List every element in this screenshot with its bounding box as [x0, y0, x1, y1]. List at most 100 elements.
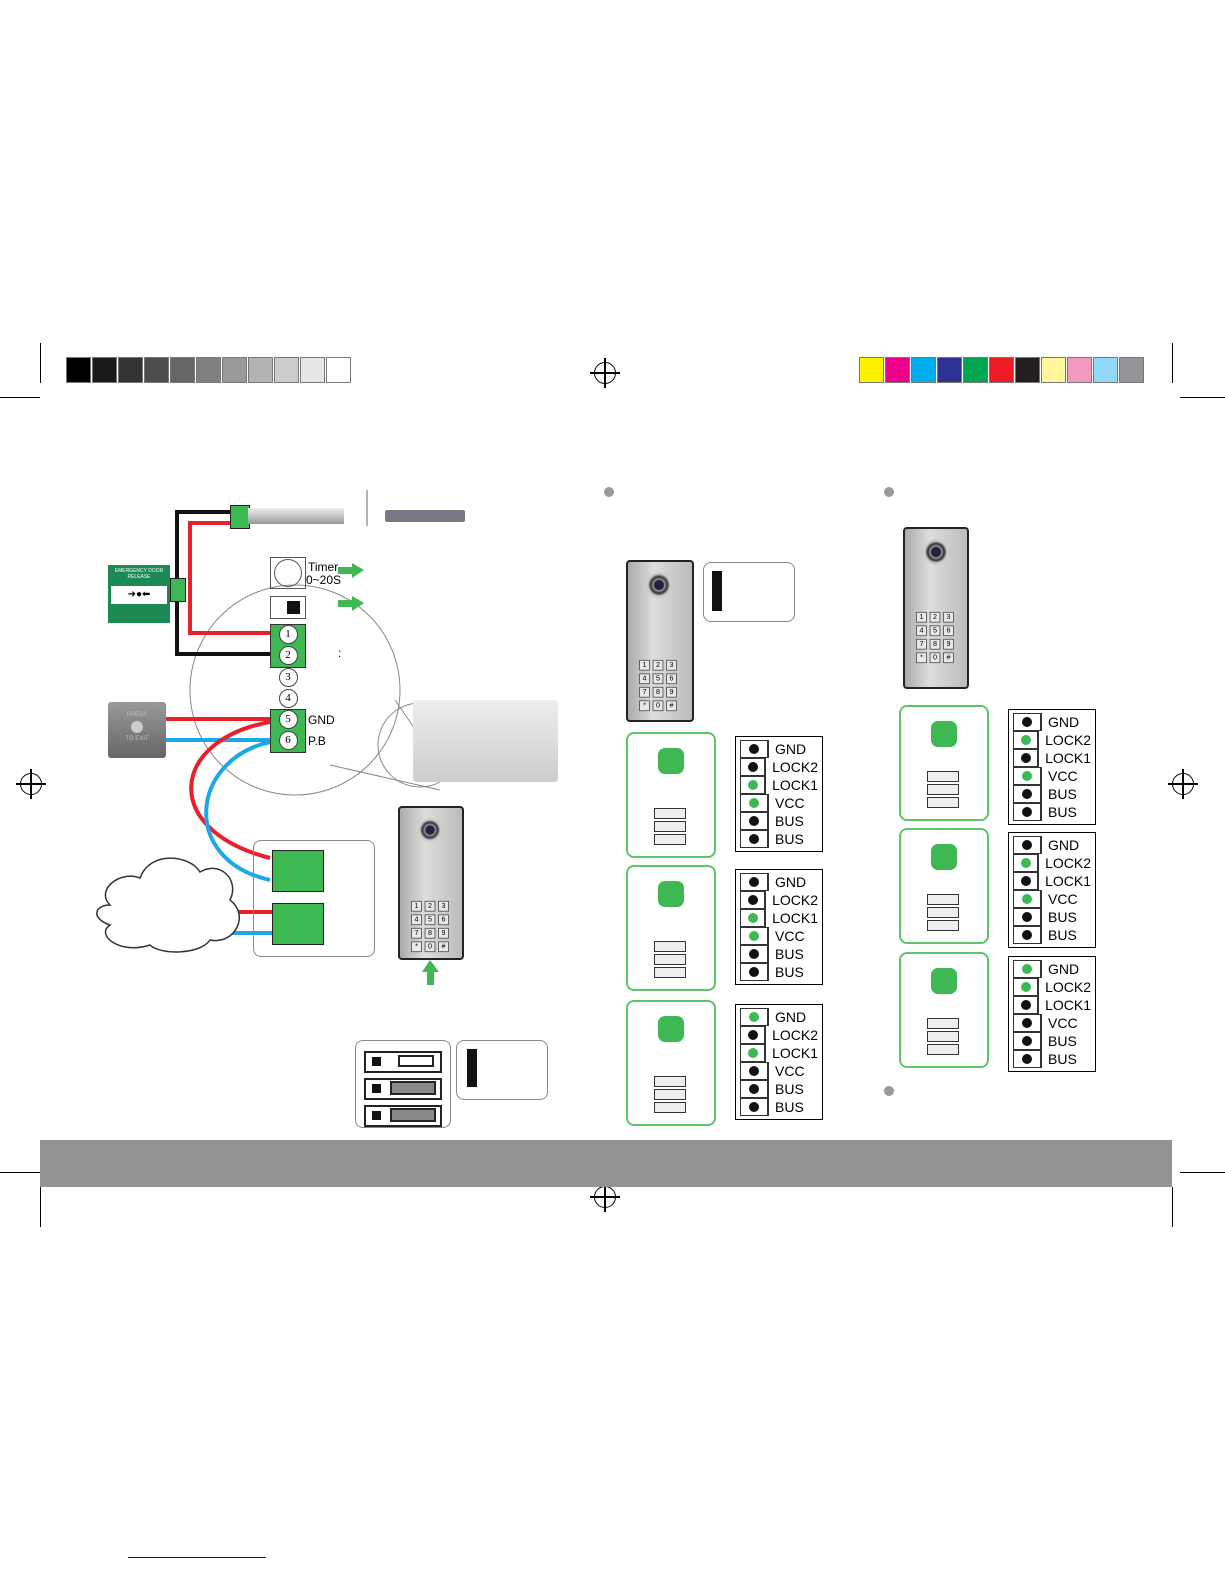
pin-indicator: [1013, 978, 1040, 996]
pinout-row: BUS: [740, 945, 818, 963]
keypad-key: 9: [666, 686, 677, 698]
pin-indicator: [1013, 890, 1042, 908]
pin-label: LOCK2: [1045, 732, 1091, 748]
keypad-key: 3: [666, 659, 677, 671]
pin-label: GND: [775, 741, 807, 757]
pin-indicator: [1013, 749, 1040, 767]
pin-label: BUS: [775, 946, 804, 962]
arrow-left-icon: [338, 563, 364, 578]
color-swatch: [1119, 357, 1144, 383]
keypad-key: 7: [411, 927, 422, 939]
exit-button: PRESS TO EXIT: [108, 702, 166, 758]
lock-terminal-block: [230, 505, 250, 529]
pin-label: LOCK2: [1045, 979, 1091, 995]
keypad-key: #: [666, 700, 677, 712]
pin-label: BUS: [1048, 1051, 1077, 1067]
registration-mark-icon: [16, 769, 46, 799]
keypad-key: 4: [639, 673, 650, 685]
pin-indicator: [740, 873, 769, 891]
jumper-location-box: [456, 1040, 548, 1100]
pinout-row: LOCK1: [1013, 749, 1091, 767]
color-swatch: [1015, 357, 1040, 383]
keypad-key: 2: [652, 659, 664, 671]
timer-potentiometer: [270, 557, 306, 589]
pin-indicator: [740, 758, 767, 776]
keypad-key: 4: [916, 625, 927, 637]
keypad-key: 1: [411, 900, 422, 912]
jumper-location-box: [703, 562, 795, 622]
registration-mark-icon: [590, 358, 620, 388]
color-swatch: [859, 357, 884, 383]
timer-range: 0~20S: [306, 573, 342, 587]
keypad-key: *: [916, 652, 927, 664]
pin-indicator: [1013, 1032, 1042, 1050]
pin-indicator: [1013, 803, 1042, 821]
crop-mark: [1172, 1187, 1173, 1227]
pin-label: VCC: [775, 1063, 805, 1079]
color-swatch: [92, 357, 117, 383]
pin-label: LOCK1: [772, 1045, 818, 1061]
pin-indicator: [740, 740, 769, 758]
exit-button-label: PRESS: [126, 712, 148, 718]
keypad-key: 6: [666, 673, 677, 685]
pinout-row: GND: [740, 740, 818, 758]
bell-terminal-block: [272, 850, 324, 892]
keypad-key: 4: [411, 914, 422, 926]
keypad-key: *: [639, 700, 650, 712]
pin-indicator: [740, 830, 769, 848]
pinout-row: LOCK1: [740, 776, 818, 794]
camera-icon: [646, 572, 672, 598]
color-swatch: [326, 357, 351, 383]
pin-label: LOCK1: [772, 777, 818, 793]
jumper-icon: [654, 1076, 686, 1115]
step-badge: [931, 968, 957, 994]
keypad-key: 8: [929, 638, 941, 650]
pin-label: GND: [1048, 714, 1080, 730]
pinout-row: LOCK1: [740, 909, 818, 927]
gnd-label: GND: [308, 713, 335, 727]
wire-blue: [204, 740, 271, 882]
bullet-icon: [884, 1086, 894, 1096]
pin-label: BUS: [775, 964, 804, 980]
keypad-key: 0: [929, 652, 941, 664]
emergency-label: EMERGENCY DOOR RELEASE: [114, 568, 164, 580]
pinout-row: VCC: [740, 927, 818, 945]
color-swatch: [274, 357, 299, 383]
pin-label: LOCK2: [1045, 855, 1091, 871]
keypad-key: 8: [424, 927, 436, 939]
terminal-box: [253, 840, 375, 957]
keypad-key: 2: [929, 611, 941, 623]
color-swatch: [196, 357, 221, 383]
keypad-key: 1: [639, 659, 650, 671]
pin-label: LOCK2: [772, 892, 818, 908]
pin-label: VCC: [1048, 1015, 1078, 1031]
color-swatch: [248, 357, 273, 383]
step-badge: [658, 748, 684, 774]
pin-indicator: [740, 909, 767, 927]
color-swatch: [885, 357, 910, 383]
pinout-row: BUS: [1013, 908, 1091, 926]
arrow-up-icon: [422, 960, 439, 985]
pin-label: BUS: [1048, 804, 1077, 820]
keypad-key: 9: [943, 638, 954, 650]
pinout-row: VCC: [740, 1062, 818, 1080]
pin-label: LOCK1: [1045, 873, 1091, 889]
pinout-row: GND: [1013, 960, 1091, 978]
keypad-key: #: [438, 941, 449, 953]
pin-indicator: [740, 794, 769, 812]
pin-label: VCC: [775, 795, 805, 811]
zoom-line: [329, 764, 441, 791]
pin-indicator: [1013, 767, 1042, 785]
push-button-icon: [131, 721, 143, 733]
pin-indicator: [740, 963, 769, 981]
pin-label: GND: [1048, 961, 1080, 977]
crop-mark: [0, 1172, 40, 1173]
camera-icon: [923, 539, 949, 565]
timer-label: Timer: [308, 560, 339, 574]
pinout-row: BUS: [1013, 926, 1091, 944]
keypad-key: 5: [424, 914, 436, 926]
